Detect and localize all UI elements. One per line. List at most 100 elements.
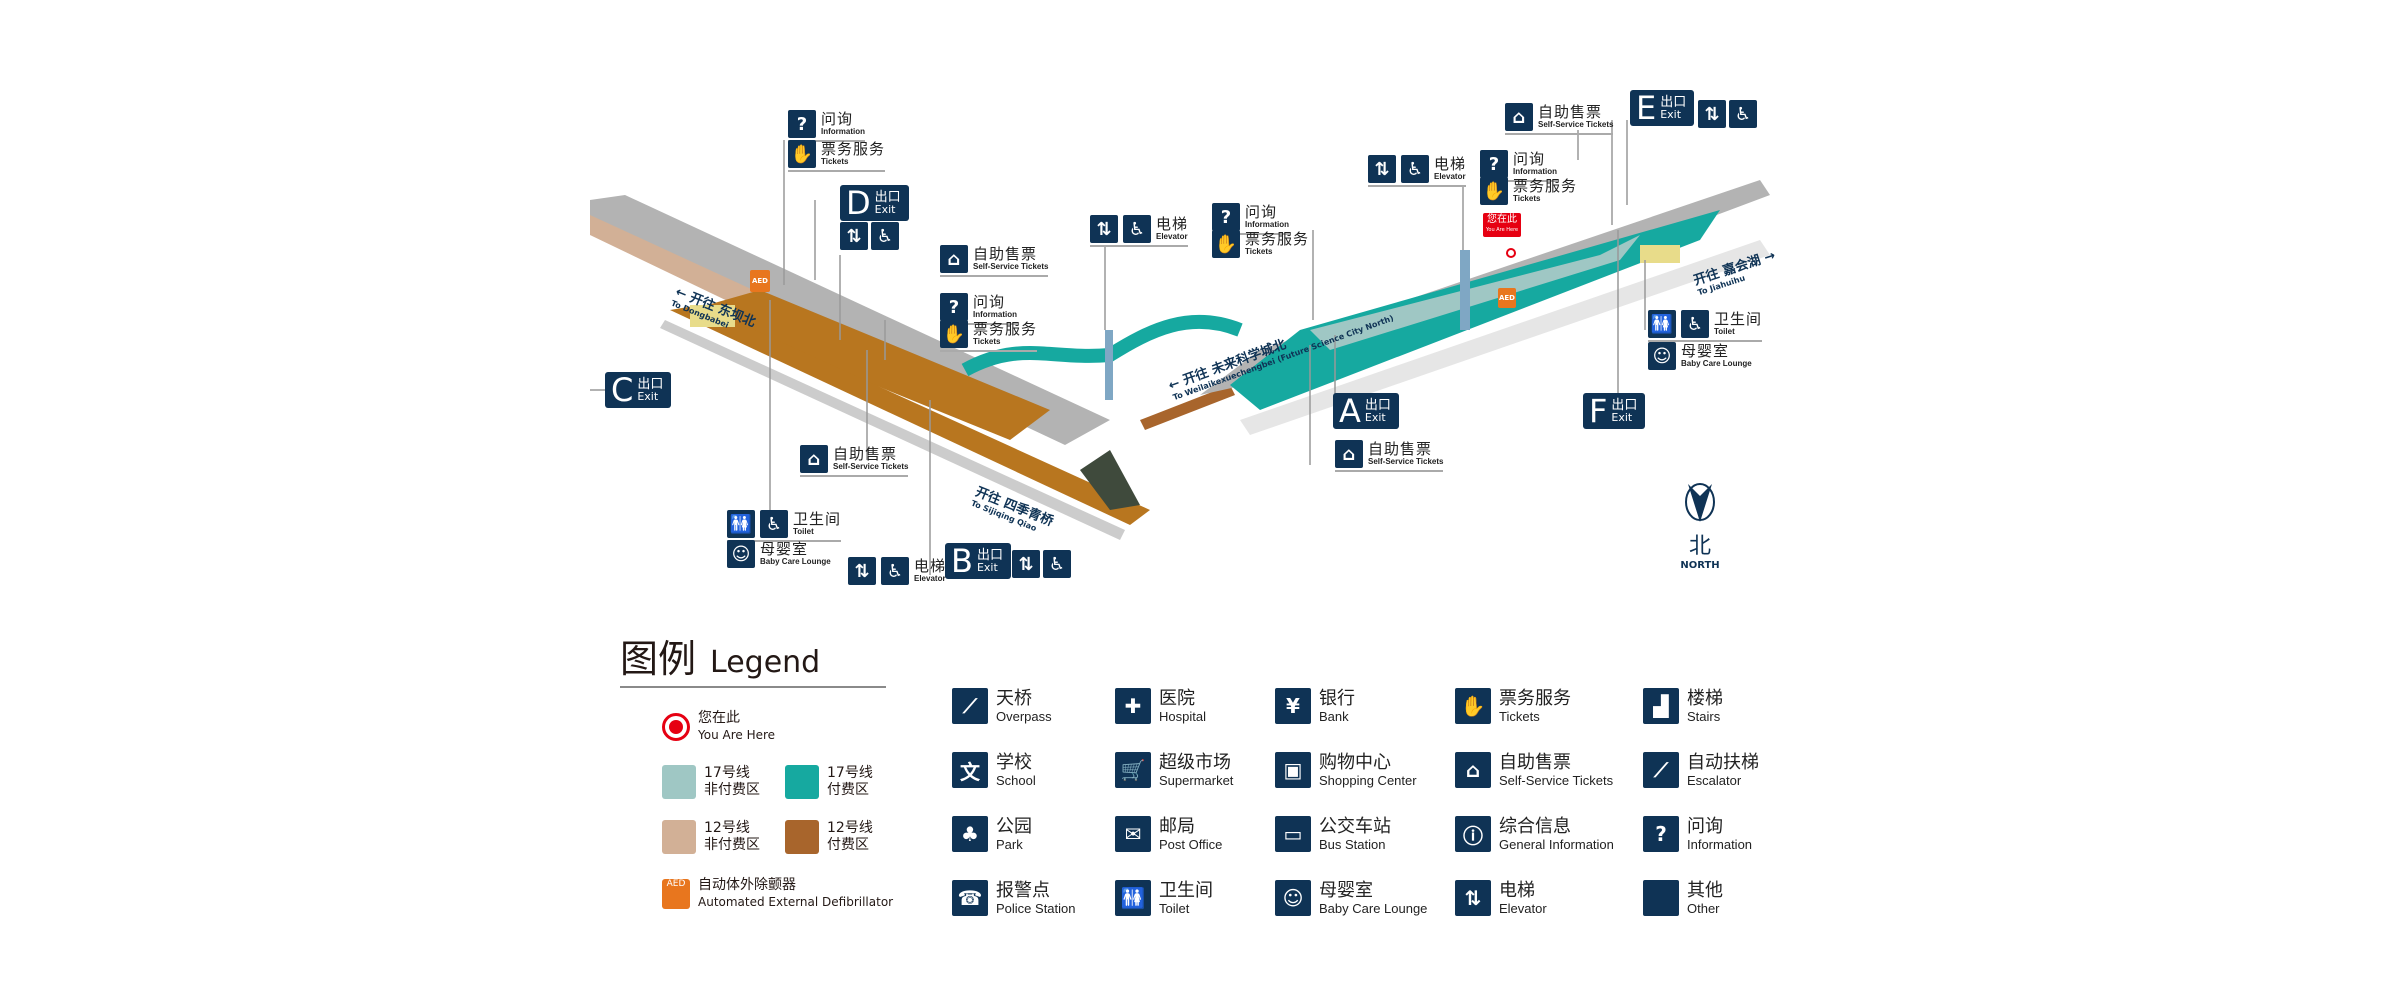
elevator-icon: ⇅ xyxy=(1012,550,1040,578)
connector-brown xyxy=(1140,385,1235,430)
legend-item-zh: 报警点 xyxy=(996,879,1050,901)
legend-item-zh: 自动扶梯 xyxy=(1687,751,1759,773)
bank-icon: ¥ xyxy=(1275,688,1311,724)
wheelchair-icon: ♿ xyxy=(1123,215,1151,243)
toilet-icon: 🚻 xyxy=(1115,880,1151,916)
line17-yellow-box xyxy=(1640,245,1680,263)
question-icon: ? xyxy=(788,110,816,138)
accessible-toilet-icon: ♿ xyxy=(1681,310,1709,338)
wheelchair-icon: ♿ xyxy=(1401,155,1429,183)
park-icon: ♣ xyxy=(952,816,988,852)
escalator-icon: ⟋ xyxy=(1643,752,1679,788)
question-icon: ? xyxy=(1212,203,1240,231)
legend-item-en: Overpass xyxy=(996,708,1052,724)
school-icon: 文 xyxy=(952,752,988,788)
legend-l17-unpaid: 17号线非付费区 xyxy=(662,765,760,799)
wheelchair-icon: ♿ xyxy=(881,557,909,585)
toilet-icon: 🚻 xyxy=(1648,310,1676,338)
legend-item-en: Bus Station xyxy=(1319,836,1386,852)
baby-icon: ☺ xyxy=(1648,342,1676,370)
legend-item-en: Supermarket xyxy=(1159,772,1234,788)
north-label-zh: 北 xyxy=(1688,534,1711,559)
legend-divider xyxy=(620,686,886,688)
ticket-machine-icon: ⌂ xyxy=(1455,752,1491,788)
wheelchair-icon: ♿ xyxy=(871,222,899,250)
mail-icon: ✉ xyxy=(1115,816,1151,852)
legend-item-en: Park xyxy=(996,836,1023,852)
tickets-icon: ✋ xyxy=(1455,688,1491,724)
toilet-icon: 🚻 xyxy=(727,510,755,538)
line12-platform xyxy=(670,305,1150,525)
legend-item-en: Tickets xyxy=(1499,708,1540,724)
question-icon: ? xyxy=(940,293,968,321)
legend-item-en: Shopping Center xyxy=(1319,772,1417,788)
legend-item-zh: 自助售票 xyxy=(1499,751,1571,773)
line17-platform xyxy=(1240,240,1770,435)
legend-item-zh: 卫生间 xyxy=(1159,879,1213,901)
bus-icon: ▭ xyxy=(1275,816,1311,852)
compass-icon xyxy=(1685,483,1715,522)
elevator-icon: ⇅ xyxy=(1698,100,1726,128)
exit-d-icons: ⇅♿ xyxy=(840,222,899,250)
tickets-icon: ✋ xyxy=(940,320,968,348)
legend-item-en: Other xyxy=(1687,900,1720,916)
legend-item-zh: 问询 xyxy=(1687,815,1723,837)
legend-item-en: Post Office xyxy=(1159,836,1223,852)
legend-item-zh: 综合信息 xyxy=(1499,815,1571,837)
legend-item-en: Baby Care Lounge xyxy=(1319,900,1428,916)
legend-l12-unpaid: 12号线非付费区 xyxy=(662,820,760,854)
ticket-machine-icon: ⌂ xyxy=(940,245,968,273)
other-icon xyxy=(1643,880,1679,916)
elevator-shaft xyxy=(1105,330,1113,400)
legend-item-zh: 母婴室 xyxy=(1319,879,1373,901)
legend-item-en: Hospital xyxy=(1159,708,1206,724)
question-icon: ? xyxy=(1643,816,1679,852)
elevator-shaft xyxy=(1460,250,1470,330)
legend-item-zh: 票务服务 xyxy=(1499,687,1571,709)
legend-item-zh: 学校 xyxy=(996,751,1032,773)
line12-paid-area xyxy=(690,290,1050,440)
you-are-here-icon xyxy=(662,713,690,741)
legend-item-en: Self-Service Tickets xyxy=(1499,772,1614,788)
hospital-icon: ✚ xyxy=(1115,688,1151,724)
baby-icon: ☺ xyxy=(727,540,755,568)
question-icon: ? xyxy=(1480,150,1508,178)
legend-item-zh: 其他 xyxy=(1687,879,1723,901)
accessible-toilet-icon: ♿ xyxy=(760,510,788,538)
north-label-en: NORTH xyxy=(1680,560,1720,571)
elevator-icon: ⇅ xyxy=(1090,215,1118,243)
legend-l17-paid: 17号线付费区 xyxy=(785,765,873,799)
legend-item-zh: 电梯 xyxy=(1499,879,1535,901)
legend-item-zh: 公园 xyxy=(996,815,1032,837)
legend-item-en: School xyxy=(996,772,1036,788)
wheelchair-icon: ♿ xyxy=(1043,550,1071,578)
legend-item-en: Police Station xyxy=(996,900,1076,916)
